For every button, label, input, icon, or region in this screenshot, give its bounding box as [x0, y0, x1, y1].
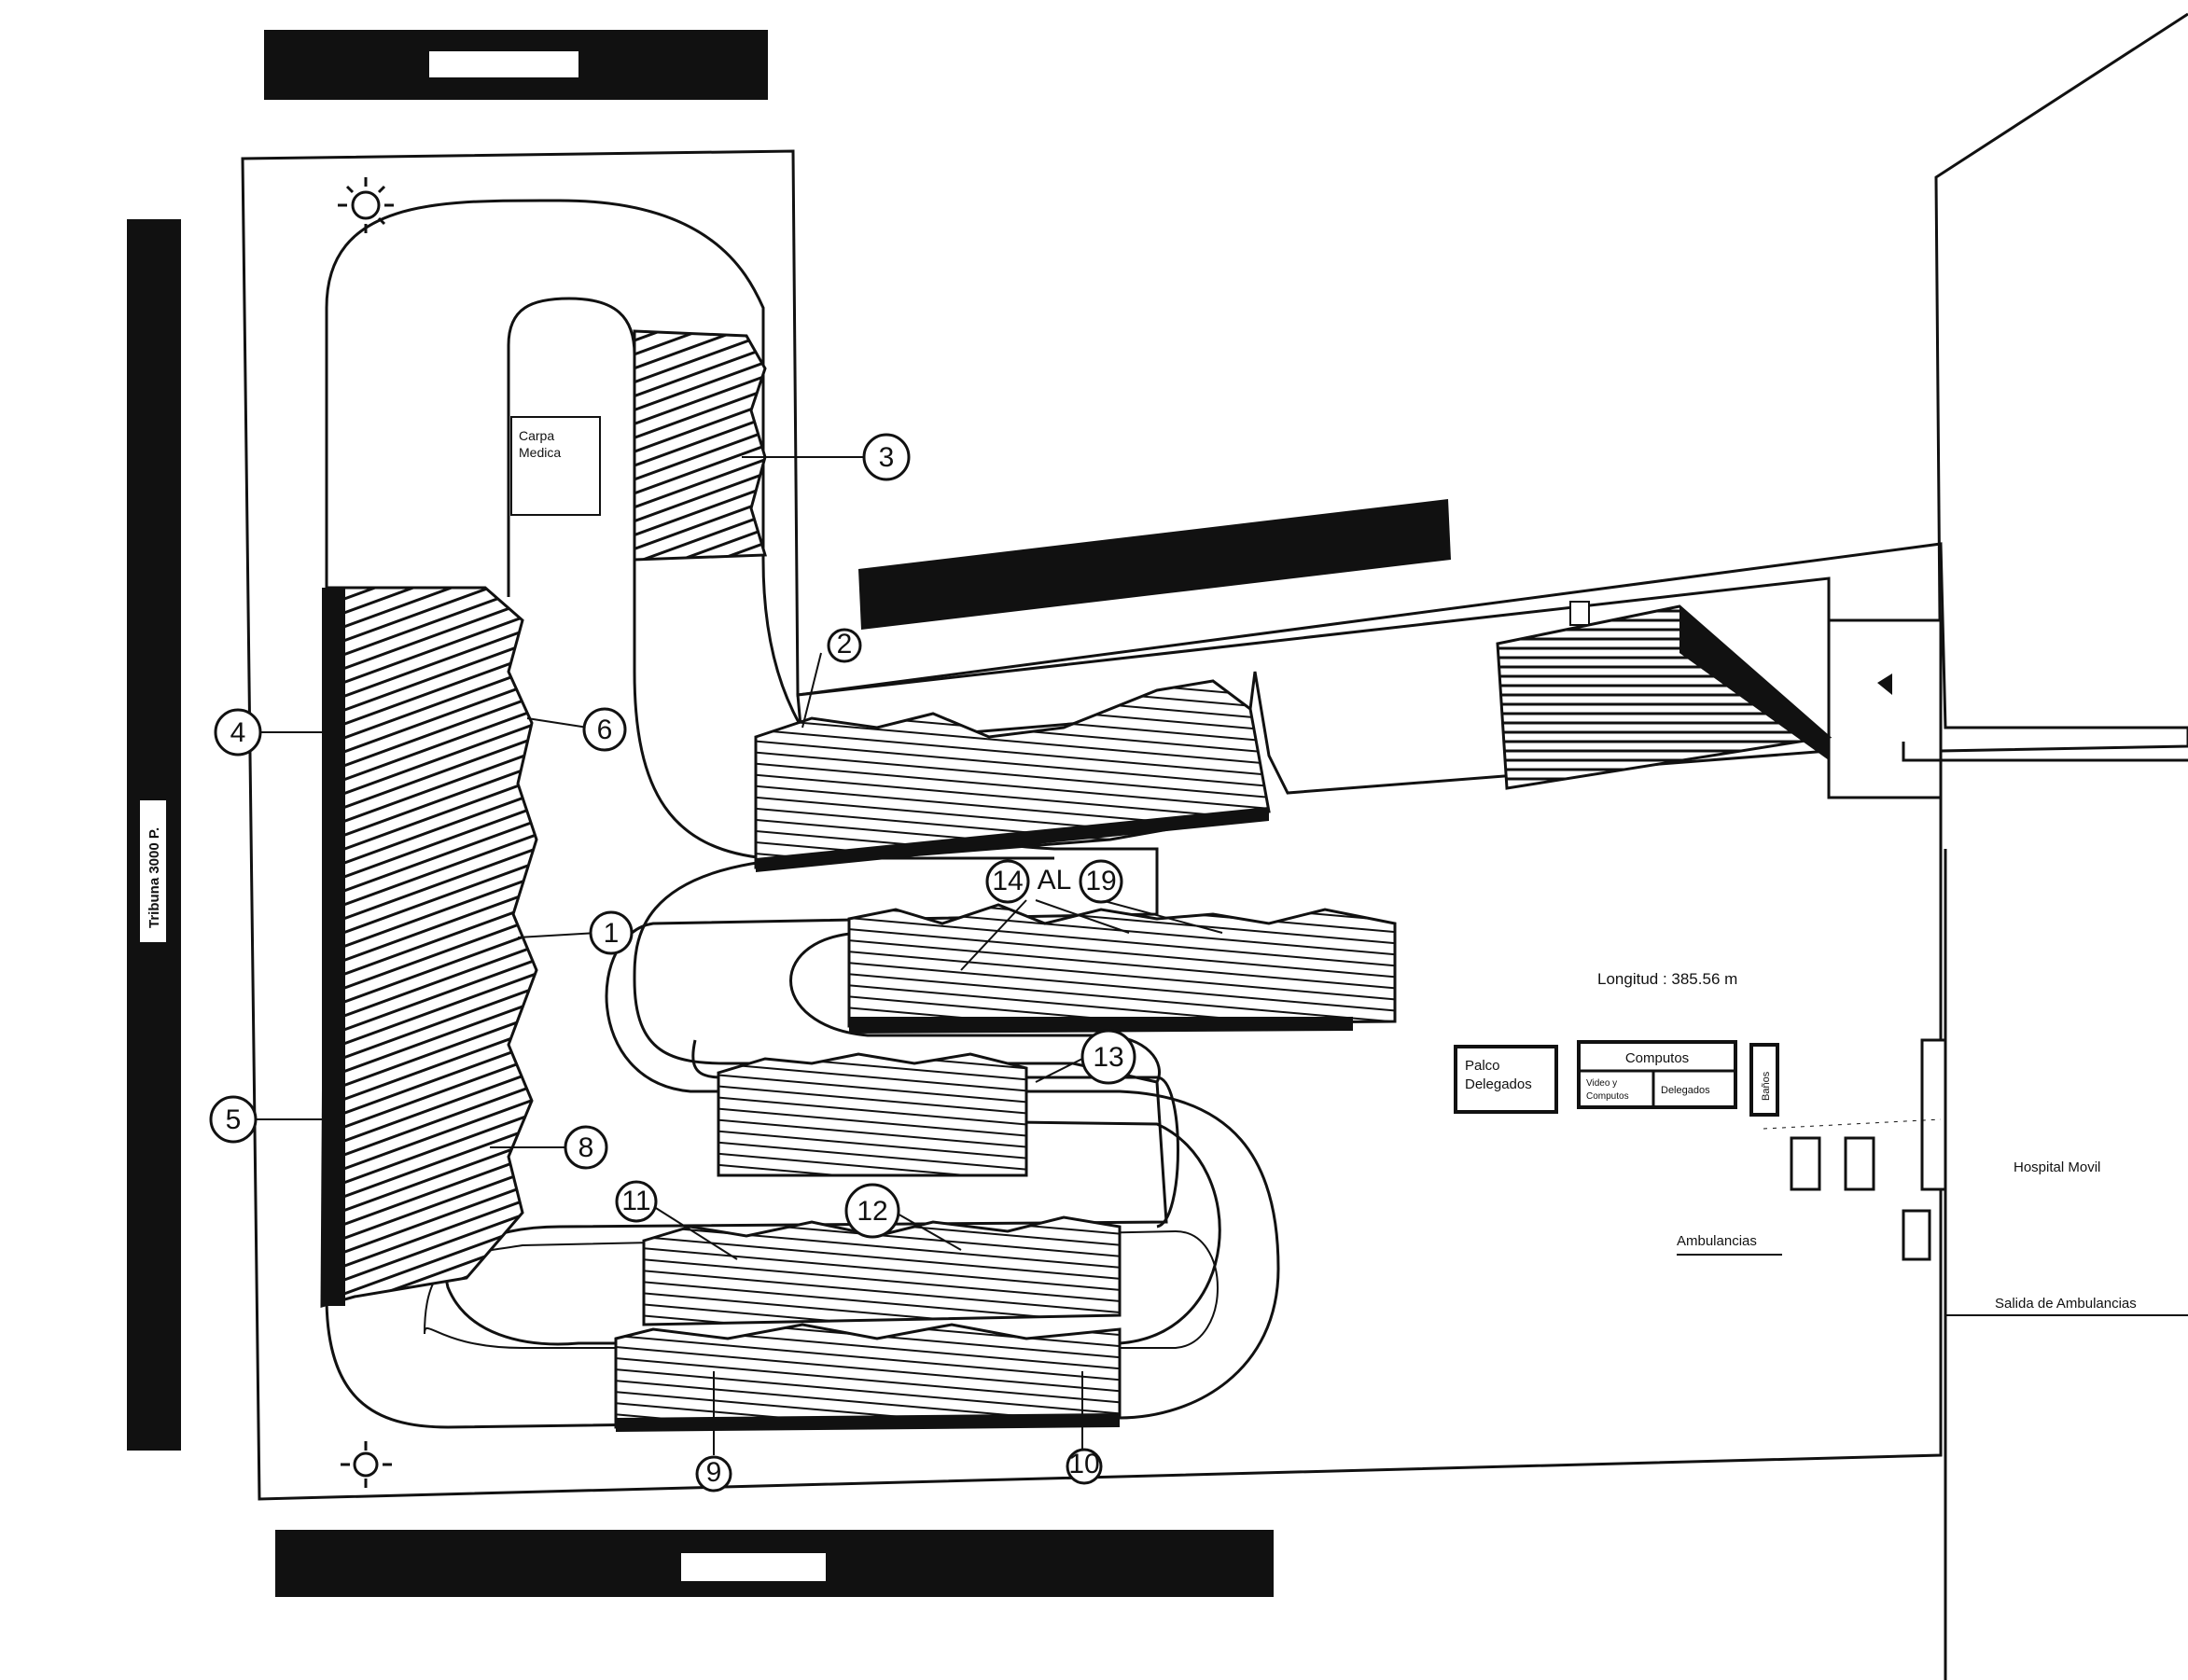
site-boundary [241, 149, 2188, 1501]
curve-marker-13: 13 [1080, 1029, 1136, 1085]
banner-bottom [275, 1530, 1274, 1597]
video-label-2: Computos [1586, 1091, 1629, 1102]
longitud-label: Longitud : 385.56 m [1597, 970, 1737, 988]
svg-text:5: 5 [226, 1104, 242, 1135]
palco-label-2: Delegados [1465, 1076, 1532, 1092]
svg-text:2: 2 [837, 629, 853, 660]
svg-text:10: 10 [1068, 1449, 1099, 1479]
curve-marker-10: 10 [1066, 1448, 1103, 1485]
svg-text:6: 6 [597, 715, 613, 745]
computos-label: Computos [1625, 1050, 1689, 1066]
svg-text:3: 3 [879, 442, 895, 473]
entrance-box [1827, 618, 2188, 799]
banner-top [264, 30, 768, 100]
curve-marker-11: 11 [615, 1180, 658, 1223]
carpa-medica-box: Carpa Medica [510, 416, 601, 516]
svg-text:14: 14 [992, 866, 1023, 896]
curve-marker-4: 4 [214, 708, 262, 757]
tribune-bar: Tribuna 3000 P. [127, 219, 181, 1451]
carpa-medica-label-2: Medica [519, 445, 561, 460]
svg-text:4: 4 [230, 717, 246, 748]
stand-curve-3 [633, 329, 767, 562]
stand-curve-13 [717, 1052, 1028, 1177]
tribune-label: Tribuna 3000 P. [146, 827, 162, 928]
sun-icon [338, 177, 394, 233]
stand-curve-9-10 [614, 1323, 1122, 1432]
svg-text:13: 13 [1093, 1042, 1123, 1073]
carpa-medica-label-1: Carpa [519, 428, 554, 443]
curve-marker-1: 1 [589, 910, 634, 955]
curve-marker-12: 12 [844, 1183, 900, 1239]
curve-marker-19: 19 [1079, 859, 1123, 904]
svg-text:1: 1 [604, 918, 620, 949]
delegados-label: Delegados [1661, 1085, 1710, 1096]
track-loop-lower [691, 1039, 1179, 1229]
curve-marker-3: 3 [862, 433, 911, 481]
track-loop-middle [789, 931, 1161, 1083]
curve-marker-5: 5 [209, 1095, 258, 1144]
salida-label: Salida de Ambulancias [1995, 1296, 2137, 1312]
video-label-1: Video y [1586, 1078, 1617, 1089]
direction-arrow-icon [1877, 673, 1892, 695]
curve-marker-9: 9 [695, 1455, 732, 1493]
curve-marker-2: 2 [827, 628, 862, 663]
svg-text:8: 8 [578, 1132, 594, 1163]
leader-lines [247, 456, 1223, 1455]
parking-spots [1790, 1038, 1947, 1261]
svg-text:9: 9 [706, 1457, 722, 1488]
svg-text:12: 12 [857, 1196, 887, 1227]
curve-range-al: AL [1038, 865, 1072, 896]
ambulancias-label: Ambulancias [1677, 1233, 1757, 1249]
side-box: Baños [1749, 1043, 1779, 1117]
stand-left-long [320, 586, 538, 1308]
svg-text:19: 19 [1085, 866, 1116, 896]
computos-box: Computos Video y Computos Delegados [1577, 1040, 1737, 1109]
palco-delegados-box: Palco Delegados [1454, 1045, 1558, 1114]
building-outline [1934, 12, 2188, 729]
palco-label-1: Palco [1465, 1058, 1500, 1074]
sun-icon [341, 1441, 392, 1488]
side-box-label: Baños [1761, 1071, 1772, 1101]
svg-text:11: 11 [621, 1186, 650, 1216]
curve-marker-14: 14 [985, 859, 1030, 904]
ramp-structure [1496, 601, 1833, 790]
stand-curve-11-12 [642, 1215, 1122, 1326]
banner-middle [858, 499, 1451, 630]
curve-marker-6: 6 [582, 707, 627, 752]
curve-marker-8: 8 [564, 1125, 608, 1170]
stand-curve-14-19 [847, 903, 1397, 1034]
hospital-label: Hospital Movil [2014, 1159, 2100, 1175]
stand-curve-2 [754, 679, 1271, 872]
